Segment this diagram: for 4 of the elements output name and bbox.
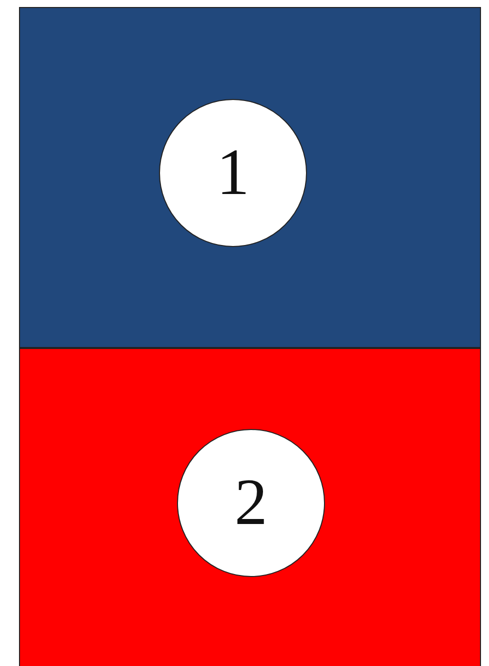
number-label: 1 — [216, 140, 250, 206]
number-label: 2 — [234, 470, 268, 536]
bottom-panel — [19, 348, 481, 666]
top-panel — [19, 7, 481, 348]
